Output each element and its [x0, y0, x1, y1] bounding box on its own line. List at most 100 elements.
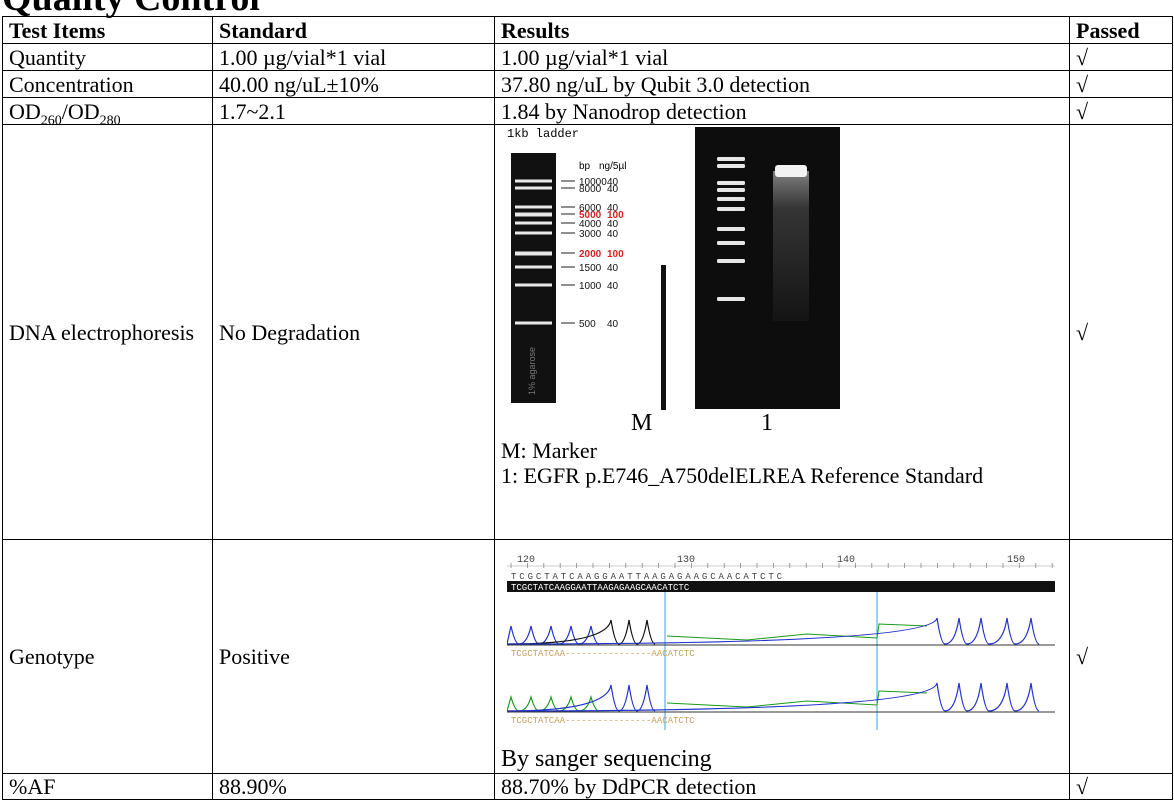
legend-sample: 1: EGFR p.E746_A750delELREA Reference St…	[501, 463, 984, 488]
gel-strip	[661, 265, 666, 410]
trace-2	[507, 682, 1040, 712]
ruler-label: 130	[677, 555, 695, 566]
table-row: Quantity 1.00 µg/vial*1 vial 1.00 µg/via…	[2, 43, 1173, 71]
ladder-bp-label: 8000	[579, 184, 602, 195]
ladder-ng-label: 40	[607, 184, 619, 195]
gel-image	[695, 127, 840, 409]
ladder-bp-label: 1000	[579, 281, 602, 292]
od-subscript: 280	[99, 112, 121, 125]
ladder-ng-label: 40	[607, 177, 619, 188]
cell-item: DNA electrophoresis	[2, 124, 213, 540]
gel-marker-band	[717, 181, 745, 185]
ladder-title: 1kb ladder	[507, 127, 579, 141]
ladder-bp-label: 1500	[579, 263, 602, 274]
ladder-band	[515, 179, 552, 183]
trace-peak	[507, 617, 1040, 645]
ladder-ng-label: 100	[607, 249, 624, 260]
ladder-bp-label: 3000	[579, 229, 602, 240]
check-mark: √	[1069, 124, 1173, 540]
table-row: DNA electrophoresis No Degradation 1kb l…	[2, 124, 1173, 540]
ladder-band	[515, 231, 552, 235]
gel-marker-band	[717, 188, 745, 192]
ladder-ng-label: 40	[607, 263, 619, 274]
cell-item: Quantity	[2, 43, 213, 71]
check-mark: √	[1069, 43, 1173, 71]
gel-marker-band	[717, 164, 745, 168]
check-mark: √	[1069, 539, 1173, 774]
ladder-ng-label: 40	[607, 229, 619, 240]
dna-smear	[773, 171, 809, 321]
trace-peak	[507, 684, 656, 712]
gel-marker-band	[717, 241, 745, 245]
ladder-ng-header: ng/5µl	[599, 161, 626, 172]
ladder-band	[515, 212, 552, 217]
ladder-bp-label: 6000	[579, 203, 602, 214]
table-row: OD260/OD280 1.7~2.1 1.84 by Nanodrop det…	[2, 97, 1173, 125]
cell-item: Concentration	[2, 70, 213, 98]
check-mark: √	[1069, 97, 1173, 125]
ladder-ng-label: 100	[607, 210, 624, 221]
gel-marker-band	[717, 197, 745, 201]
table-header-row: Test Items Standard Results Passed	[2, 16, 1173, 44]
ladder-bp-label: 5000	[579, 210, 602, 221]
cell-standard: 40.00 ng/uL±10%	[212, 70, 495, 98]
table-row: Concentration 40.00 ng/uL±10% 37.80 ng/u…	[2, 70, 1173, 98]
trace-peak	[507, 625, 600, 645]
trace-peak	[507, 619, 656, 645]
page-title: Quality Control	[2, 0, 260, 18]
trace-1	[507, 617, 1040, 645]
quality-control-table: Test Items Standard Results Passed Quant…	[2, 16, 1173, 800]
header-standard: Standard	[212, 16, 495, 44]
ladder-band	[515, 186, 552, 190]
ladder-band	[515, 283, 552, 287]
od-label: /OD	[61, 98, 100, 124]
check-mark: √	[1069, 70, 1173, 98]
cell-item: Genotype	[2, 539, 213, 774]
reference-bar	[507, 581, 1055, 592]
cell-result: 88.70% by DdPCR detection	[494, 773, 1070, 800]
cell-result: 1.00 µg/vial*1 vial	[494, 43, 1070, 71]
ladder-ng-label: 40	[607, 219, 619, 230]
ladder-band	[515, 221, 552, 225]
ladder-ng-label: 40	[607, 203, 619, 214]
ladder-bp-label: 4000	[579, 219, 602, 230]
gel-marker-band	[717, 207, 745, 211]
read-sequence-1: TCGCTATCAA----------------AACATCTC	[511, 649, 695, 659]
cell-standard: No Degradation	[212, 124, 495, 540]
ladder-ng-label: 40	[607, 319, 619, 330]
legend-marker: M: Marker	[501, 438, 597, 463]
ruler-label: 120	[517, 555, 535, 566]
ladder-bp-label: 500	[579, 319, 596, 330]
cell-standard: 1.7~2.1	[212, 97, 495, 125]
ladder-ng-label: 40	[607, 281, 619, 292]
ruler-label: 150	[1007, 555, 1025, 566]
od-subscript: 260	[40, 112, 62, 125]
od-label: OD	[9, 98, 41, 124]
ladder-band	[515, 251, 552, 256]
ladder-lane	[511, 153, 556, 403]
check-mark: √	[1069, 773, 1173, 800]
ladder-band	[515, 265, 552, 269]
cell-result: 1.84 by Nanodrop detection	[494, 97, 1070, 125]
ladder-bp-header: bp	[579, 161, 591, 172]
gel-legend: M: Marker 1: EGFR p.E746_A750delELREA Re…	[501, 438, 1049, 488]
header-passed: Passed	[1069, 16, 1173, 44]
cell-standard: 88.90%	[212, 773, 495, 800]
genomic-dna-band	[775, 165, 807, 177]
ladder-bp-label: 2000	[579, 249, 602, 260]
header-results: Results	[494, 16, 1070, 44]
sanger-caption: By sanger sequencing	[501, 746, 712, 772]
gel-marker-band	[717, 297, 745, 301]
gel-marker-band	[717, 227, 745, 231]
trace-peak	[507, 694, 600, 712]
lane-label-1: 1	[761, 410, 773, 436]
reference-sequence: TCGCTATCAAGGAATTAAGAGAAGCAACATCTC	[511, 583, 690, 593]
trace-flat	[666, 690, 928, 708]
cell-standard: 1.00 µg/vial*1 vial	[212, 43, 495, 71]
cell-item: OD260/OD280	[2, 97, 213, 125]
trace-peak	[507, 682, 1040, 712]
